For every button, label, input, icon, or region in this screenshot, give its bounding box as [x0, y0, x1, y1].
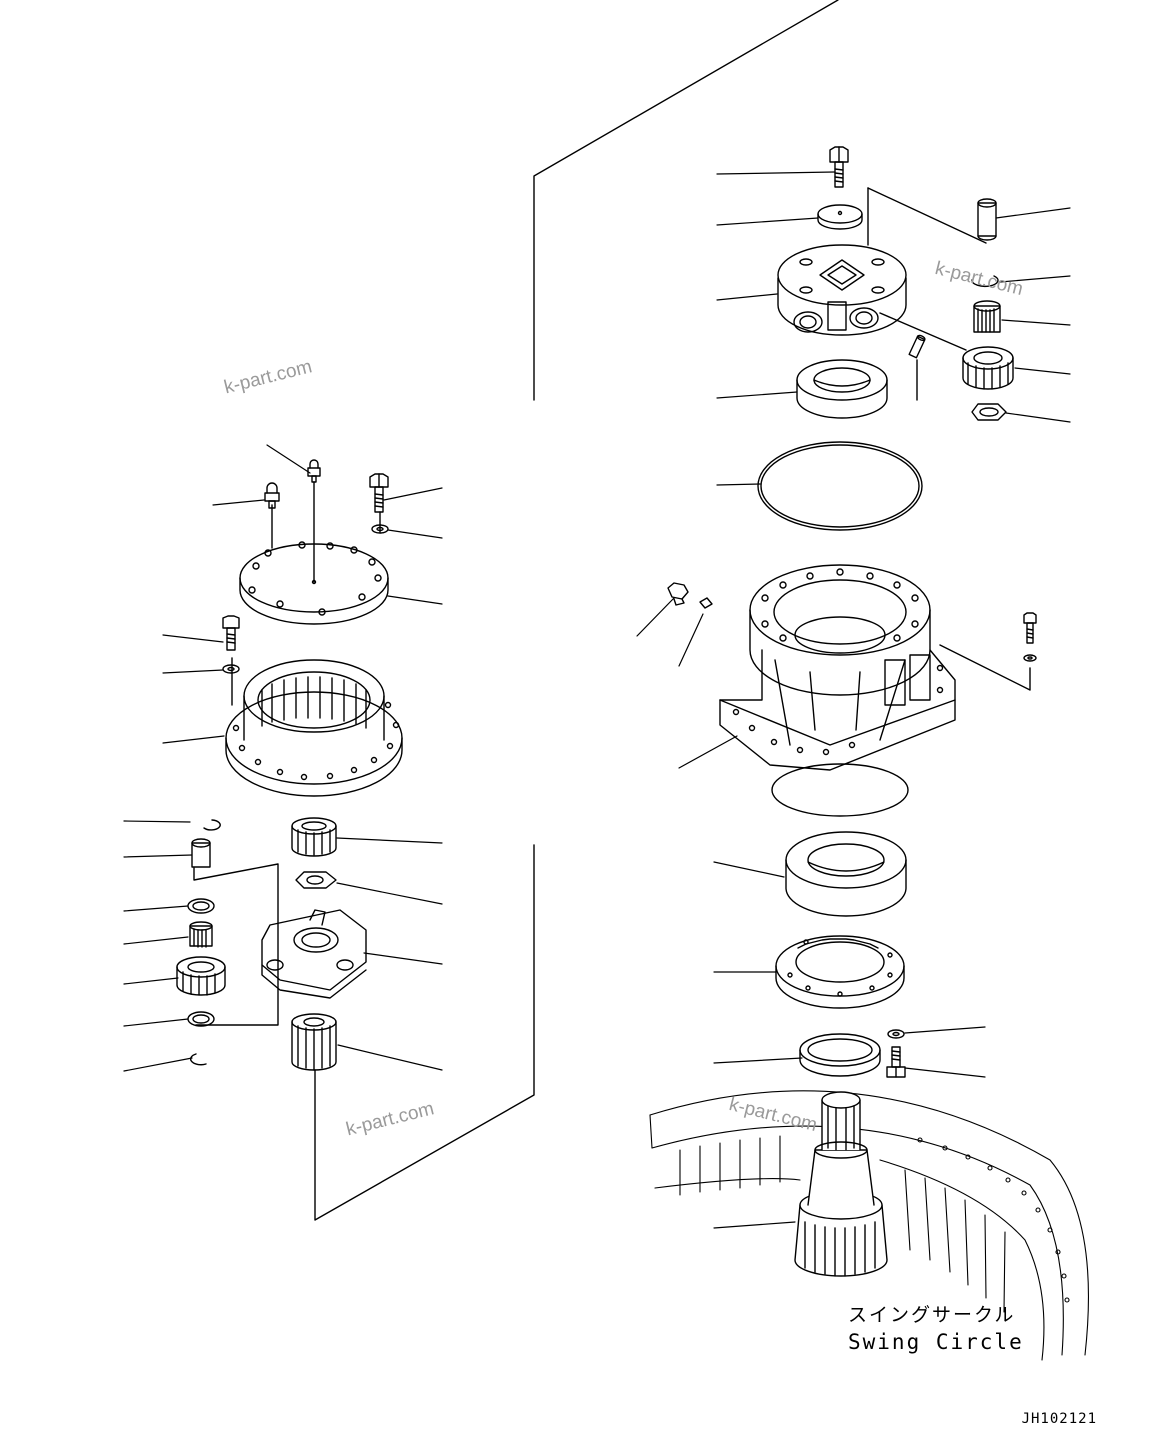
ball-bearing-upper: [797, 360, 887, 418]
drain-plug: [668, 583, 688, 605]
swing-circle-label-japanese: スイングサークル: [848, 1304, 1016, 1326]
snap-ring-upper: [204, 820, 220, 830]
part-leader-lines: [124, 172, 1070, 1228]
thrust-plate: [818, 205, 862, 229]
grease-fitting: [308, 460, 320, 482]
pin: [909, 334, 926, 357]
planet-gear-left: [177, 957, 225, 995]
thrust-washer-left-lower: [188, 1012, 214, 1026]
planet-carrier-lower: [262, 910, 366, 998]
sun-gear-lower: [292, 1014, 336, 1070]
washer-ring: [223, 665, 239, 673]
oil-seal: [800, 1034, 880, 1076]
plug-seal: [700, 598, 712, 608]
snap-ring-lower: [191, 1054, 206, 1065]
needle-bearing-left: [190, 922, 212, 947]
washer-cover: [372, 525, 388, 533]
dowel-pin: [978, 199, 996, 240]
drawing-code: JH102121: [1021, 1411, 1097, 1427]
hex-bolt-side: [1024, 613, 1036, 661]
bearing-retainer: [776, 936, 904, 1008]
assembly-connector-lines: [194, 0, 1030, 1220]
o-ring-lower: [772, 764, 908, 816]
thrust-washer: [972, 404, 1006, 420]
sun-gear-upper: [292, 818, 336, 856]
ring-gear: [226, 660, 402, 796]
swing-circle-label-english: Swing Circle: [848, 1330, 1024, 1354]
swing-circle: [650, 1091, 1088, 1360]
snap-ring-small: [972, 276, 998, 286]
thrust-washer-left: [188, 899, 214, 913]
hex-bolt-cover: [370, 474, 388, 512]
pin-small: [192, 839, 210, 867]
swing-pinion-shaft: [795, 1092, 887, 1276]
needle-bearing: [974, 301, 1000, 332]
thrust-plate-left: [296, 872, 336, 888]
planet-gear-upper: [963, 347, 1013, 389]
swing-machinery-case: [720, 565, 955, 770]
top-cover: [240, 542, 388, 624]
planet-carrier-upper: [778, 245, 906, 335]
washer-small: [888, 1030, 904, 1038]
o-ring-large: [758, 442, 922, 530]
hex-bolt-lower: [887, 1047, 905, 1077]
breather-plug: [265, 483, 279, 508]
hex-bolt: [830, 147, 848, 187]
ball-bearing-lower: [786, 832, 906, 916]
hex-bolt-ring: [223, 616, 239, 650]
